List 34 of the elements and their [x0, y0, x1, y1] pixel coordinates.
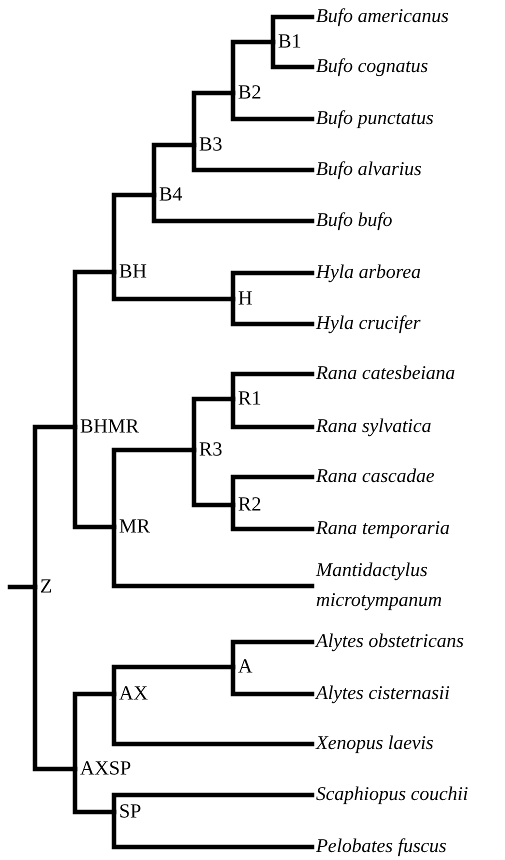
species-name: Hyla arborea: [316, 262, 421, 284]
species-name: Alytes cisternasii: [316, 682, 450, 706]
species-name: Xenopus laevis: [316, 732, 434, 756]
tree-branch: [8, 584, 38, 590]
species-name: Rana sylvatica: [316, 416, 432, 438]
species-name: Bufo punctatus: [316, 108, 434, 130]
species-name: Scaphiopus couchii: [316, 784, 468, 806]
clade-label: MR: [119, 516, 150, 538]
clade-label: B1: [278, 30, 302, 54]
clade-label: AX: [119, 682, 148, 706]
clade-label: B4: [159, 184, 182, 206]
species-name: Alytes obstetricans: [316, 630, 464, 654]
clade-label: B2: [238, 82, 262, 104]
species-name: Bufo americanus: [316, 6, 449, 28]
clade-label: R3: [199, 438, 222, 462]
clade-label: A: [238, 656, 252, 678]
species-name: Pelobates fuscus: [316, 836, 447, 858]
clade-label: B3: [199, 134, 222, 156]
species-name: Mantidactylus microtympanum: [316, 558, 444, 613]
clade-label: BH: [119, 260, 147, 284]
species-name: Rana temporaria: [316, 518, 450, 540]
clade-label: R1: [238, 388, 262, 410]
clade-label: R2: [238, 494, 262, 516]
species-name: Bufo alvarius: [316, 158, 422, 182]
clade-label: H: [238, 288, 252, 310]
clade-label: Z: [40, 576, 52, 598]
clade-label: AXSP: [80, 758, 132, 780]
species-name: Bufo cognatus: [316, 56, 428, 78]
species-name: Rana catesbeiana: [316, 362, 456, 386]
species-name: Bufo bufo: [316, 210, 392, 232]
clade-label: SP: [119, 800, 142, 824]
species-name: Rana cascadae: [316, 466, 435, 488]
clade-label: BHMR: [80, 416, 139, 438]
species-name: Hyla crucifer: [316, 312, 421, 336]
